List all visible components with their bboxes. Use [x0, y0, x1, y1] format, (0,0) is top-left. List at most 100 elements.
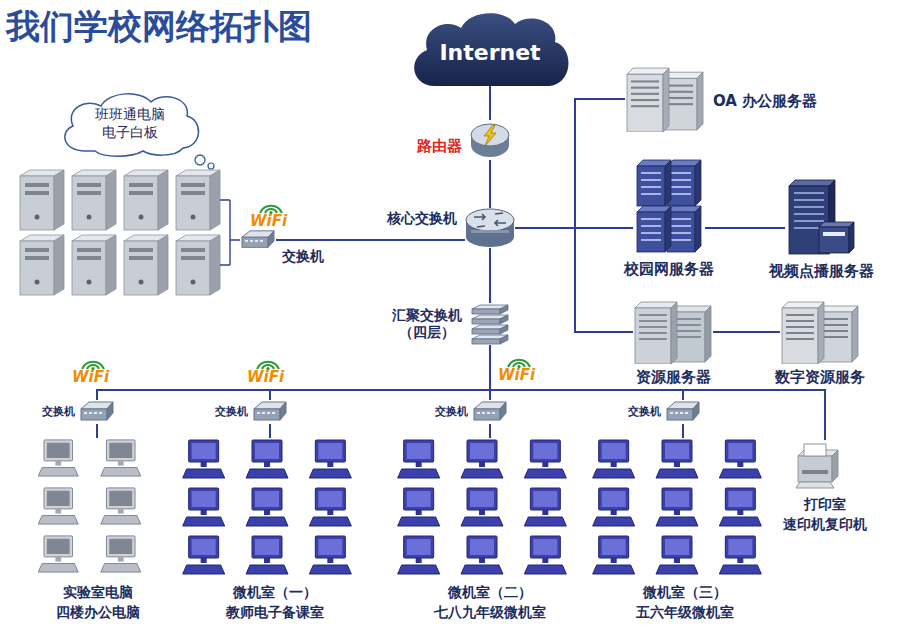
label-group: 路由器	[417, 137, 462, 155]
drawing-part	[477, 412, 480, 414]
switch-icon-drawing	[252, 400, 288, 424]
router-icon-drawing	[470, 120, 510, 160]
drawing-part	[398, 440, 440, 478]
drawing-part	[671, 302, 677, 364]
drawing-part	[782, 308, 818, 364]
switch-icon-drawing	[472, 400, 508, 424]
drawing-part	[719, 517, 761, 526]
drawing-part	[542, 558, 548, 563]
server-icon-drawing	[780, 300, 860, 364]
drawing-part	[268, 231, 274, 248]
drawing-part	[667, 91, 693, 93]
drawing-part	[786, 338, 814, 340]
switch-icon: 交换机	[252, 400, 288, 424]
switch-icon: 交换机	[240, 229, 276, 251]
drawing-part	[404, 536, 434, 558]
drawing-part	[482, 412, 485, 414]
drawing-part	[663, 68, 669, 132]
bubble-dot	[208, 163, 214, 169]
drawing-part	[719, 565, 761, 574]
device-label: 交换机	[628, 405, 661, 419]
group-label: 七八九年级微机室	[387, 602, 593, 622]
drawing-part	[665, 160, 671, 206]
drawing-part	[500, 402, 506, 420]
drawing-part	[55, 461, 61, 466]
switch-icon: 交换机	[665, 400, 701, 424]
label-group: 交换机	[435, 405, 468, 419]
tower-pc	[124, 170, 168, 230]
wifi-text: WiFi	[72, 370, 109, 385]
server-icon-drawing	[785, 178, 857, 256]
drawing-part	[611, 510, 617, 515]
drawing-part	[189, 440, 219, 462]
wifi-arcs	[78, 358, 108, 370]
wifi-text: WiFi	[498, 368, 535, 383]
server-icon-drawing	[633, 300, 713, 364]
drawing-part	[671, 193, 691, 195]
drawing-part	[631, 87, 659, 89]
drawing-part	[472, 309, 500, 314]
group-label: 速印机复印机	[767, 514, 883, 534]
group-label: 微机室（二）	[387, 582, 593, 602]
drawing-part	[109, 491, 132, 506]
drawing-part	[472, 329, 500, 334]
drawing-part	[101, 536, 141, 572]
tower-pc	[124, 235, 168, 295]
drawing-part	[467, 536, 497, 558]
drawing-part	[719, 536, 761, 574]
drawing-part	[118, 461, 124, 466]
drawing-part	[327, 462, 333, 467]
device-label: 交换机	[42, 405, 75, 419]
drawing-part	[255, 240, 258, 242]
drawing-part	[479, 462, 485, 467]
drawing-part	[315, 536, 345, 558]
drawing-part	[398, 536, 440, 574]
drawing-part	[725, 536, 755, 558]
drawing-part	[470, 443, 494, 459]
drawing-part	[656, 565, 698, 574]
drawing-part	[852, 306, 858, 362]
aggregation-switch-icon: 汇聚交换机（四层）	[470, 303, 510, 345]
drawing-part	[101, 516, 141, 525]
drawing-part	[398, 517, 440, 526]
drawing-part	[631, 93, 659, 95]
drawing-part	[822, 336, 848, 338]
drawing-part	[183, 488, 225, 526]
pc-group: 微机室（三）五六年级微机室	[582, 438, 788, 622]
drawing-part	[671, 225, 691, 227]
drawing-part	[315, 488, 345, 510]
drawing-part	[398, 565, 440, 574]
drawing-part	[662, 488, 692, 510]
drawing-part	[635, 302, 677, 308]
drawing-part	[318, 491, 342, 507]
drawing-part	[487, 412, 490, 414]
network-link	[489, 160, 491, 208]
drawing-part	[495, 220, 506, 226]
drawing-part	[471, 230, 509, 233]
device-label: 交换机	[215, 405, 248, 419]
network-link	[713, 331, 780, 333]
drawing-part	[782, 302, 824, 308]
drawing-part	[47, 539, 70, 554]
drawing-part	[789, 180, 835, 186]
drawing-part	[327, 510, 333, 515]
device-label: 校园网服务器	[624, 260, 714, 278]
aggregation-switch-icon-drawing	[470, 303, 510, 345]
drawing-part	[670, 412, 673, 414]
drawing-part	[264, 558, 270, 563]
drawing-part	[264, 462, 270, 467]
drawing-part	[407, 491, 431, 507]
label-group: 交换机	[215, 405, 248, 419]
drawing-part	[662, 536, 692, 558]
drawing-part	[728, 491, 752, 507]
drawing-part	[675, 318, 701, 320]
drawing-part	[38, 488, 78, 524]
drawing-part	[257, 412, 260, 414]
drawing-part	[477, 412, 495, 414]
device-label: OA 办公服务器	[713, 92, 817, 110]
drawing-part	[737, 510, 743, 515]
drawing-part	[656, 469, 698, 478]
drawing-part	[662, 440, 692, 462]
drawing-part	[667, 409, 693, 420]
drawing-part	[593, 536, 635, 574]
